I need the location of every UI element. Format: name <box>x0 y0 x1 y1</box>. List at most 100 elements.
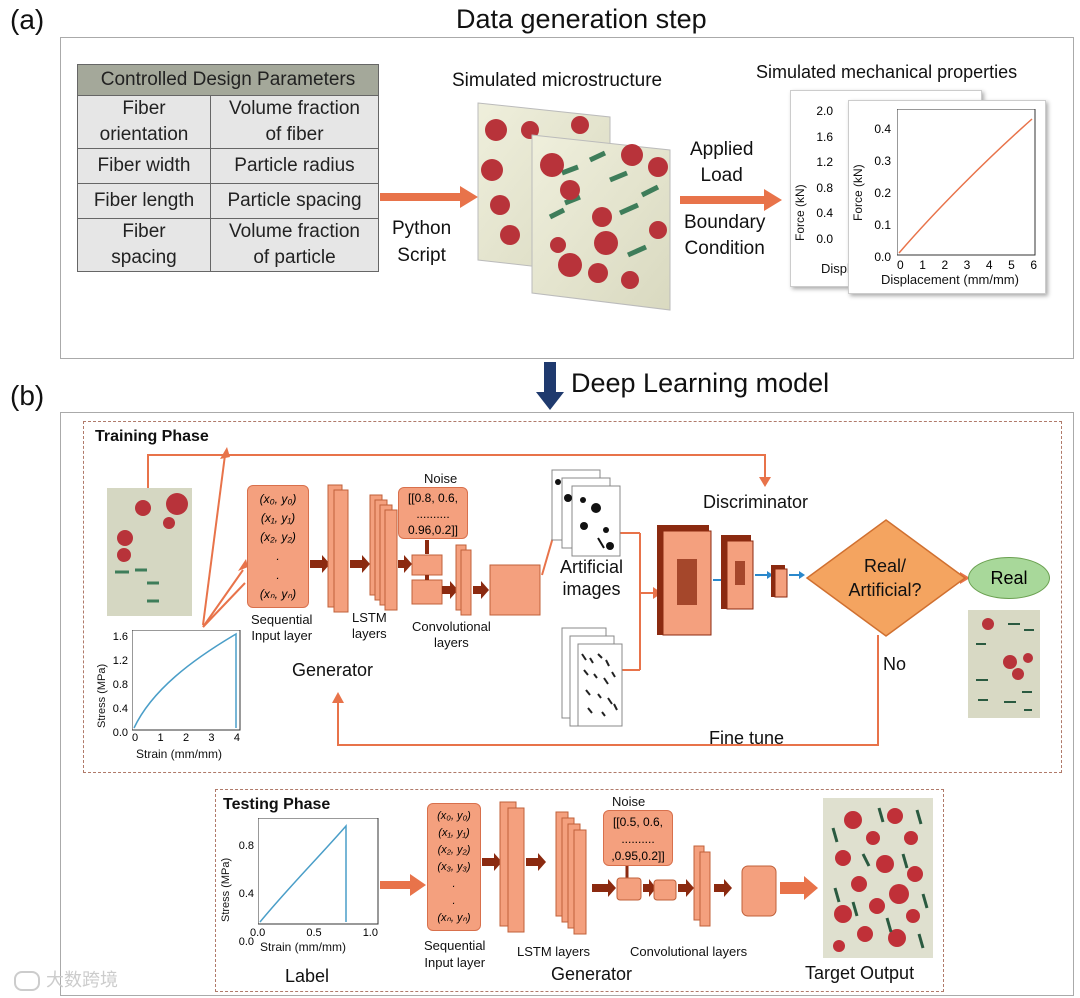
label-line: layers <box>352 626 387 641</box>
label-line: Real/ <box>863 556 907 576</box>
testing-title: Testing Phase <box>223 796 331 813</box>
tick-label: 0.0 <box>238 936 254 948</box>
generator-label: Generator <box>292 660 374 680</box>
label-line: Convolutional <box>412 619 491 634</box>
arrow-to-properties <box>680 189 782 211</box>
tick-label: 0.0 <box>112 727 128 739</box>
discriminator-label: Discriminator <box>703 492 809 512</box>
watermark: 大数跨境 <box>14 966 118 992</box>
table-row: Fiber length Particle spacing <box>77 183 379 219</box>
front-force-plot: Force (kN) 0.4 0.3 0.2 0.1 0.0 0 1 2 3 4… <box>848 100 1046 294</box>
properties-title: Simulated mechanical properties <box>756 62 1018 82</box>
artificial-images <box>551 469 623 727</box>
label-caption: Label <box>285 966 330 986</box>
noise-title: Noise <box>424 471 458 486</box>
sequence-item: (x₀, y₀) <box>259 492 297 506</box>
label-line: Sequential <box>251 612 313 627</box>
boundary-condition-label: Boundary Condition <box>684 210 765 262</box>
discriminator-layers <box>657 525 805 636</box>
tick-label: 0.0 <box>874 250 891 264</box>
tick-label: 0.8 <box>238 840 254 852</box>
tick-label: 2 <box>182 732 190 744</box>
x-axis-label: Strain (mm/mm) <box>136 747 222 761</box>
tick-label: 4 <box>233 732 240 744</box>
tick-label: 4 <box>985 258 993 272</box>
sequence-item: (xₙ, yₙ) <box>437 912 471 924</box>
python-script-label: Python Script <box>392 215 451 269</box>
applied-load-label: Applied Load <box>690 137 753 189</box>
artificial-images-label: Artificial images <box>560 556 623 600</box>
y-ticks: 0.4 0.3 0.2 0.1 0.0 <box>867 113 891 273</box>
sequence-item: . <box>452 895 456 907</box>
tick-label: 1.6 <box>112 631 128 643</box>
tick-label: 0.0 <box>816 231 833 246</box>
sequence-item: (x₀, y₀) <box>437 810 471 822</box>
force-curve <box>897 109 1036 256</box>
noise-line: .......... <box>416 507 450 521</box>
label-line: Applied <box>690 139 754 160</box>
tick-label: 1.6 <box>816 129 833 144</box>
tick-label: 5 <box>1008 258 1015 272</box>
panel-b-frame <box>60 412 1074 996</box>
fine-tune-label: Fine tune <box>709 728 785 748</box>
label-line: Input layer <box>251 628 313 643</box>
table-cell: Fiber orientation <box>77 95 211 149</box>
noise-line: ,0.95,0.2]] <box>611 849 665 863</box>
testing-phase-box <box>215 789 944 992</box>
training-phase-box <box>83 421 1062 773</box>
testing-lstm-label: LSTM layers <box>517 944 590 959</box>
label-line: Input layer <box>424 955 486 970</box>
stress-curve <box>258 818 379 925</box>
arrow-to-microstructure <box>380 186 478 208</box>
testing-sequential-label: Sequential Input layer <box>424 937 485 971</box>
training-connectors <box>147 447 970 746</box>
testing-conv-label: Convolutional layers <box>630 944 748 959</box>
table-cell: Particle spacing <box>210 183 379 219</box>
table-header: Controlled Design Parameters <box>77 64 379 96</box>
label-line: LSTM <box>352 610 387 625</box>
y-ticks: 0.8 0.4 0.0 <box>230 822 254 966</box>
cell-text: Fiber orientation <box>99 98 189 145</box>
sequence-item: (xₙ, yₙ) <box>259 587 297 601</box>
tick-label: 0.8 <box>816 180 833 195</box>
tick-label: 3 <box>208 732 215 744</box>
tick-label: 0.5 <box>306 927 322 939</box>
tick-label: 2 <box>941 258 949 272</box>
sequence-item: . <box>452 878 456 890</box>
table-cell: Fiber width <box>77 148 211 184</box>
stress-curve <box>132 630 241 731</box>
noise-vector: [[0.8, 0.6, .......... 0.96,0.2]] <box>398 487 468 539</box>
sequence-item: . <box>276 549 280 563</box>
tick-label: 0 <box>897 258 904 272</box>
table-cell: Volume fraction of particle <box>210 218 379 272</box>
table-cell: Fiber length <box>77 183 211 219</box>
table-row: Fiber width Particle radius <box>77 148 379 184</box>
label-line: Boundary <box>684 212 766 233</box>
tick-label: 1.2 <box>112 655 128 667</box>
cell-text: Volume fraction of particle <box>229 221 360 268</box>
tick-label: 3 <box>963 258 971 272</box>
no-label: No <box>883 654 907 674</box>
label-line: Artificial? <box>848 580 922 600</box>
testing-generator-layers <box>482 801 818 935</box>
label-line: layers <box>434 635 469 650</box>
sequence-item: (x₁, y₁) <box>438 827 470 839</box>
tick-label: 1 <box>919 258 926 272</box>
training-title: Training Phase <box>95 428 209 445</box>
deep-learning-label: Deep Learning model <box>571 368 830 398</box>
decision-label: Real/ Artificial? <box>835 554 935 602</box>
table-cell: Particle radius <box>210 148 379 184</box>
y-axis-label: Force (kN) <box>793 184 807 241</box>
cell-text: Volume fraction of fiber <box>229 98 360 145</box>
table-cell: Volume fraction of fiber <box>210 95 379 149</box>
x-ticks: 0 1 2 3 4 5 6 <box>897 258 1037 272</box>
tick-label: 0.1 <box>874 218 891 232</box>
testing-noise-title: Noise <box>612 794 646 809</box>
tick-label: 0.2 <box>874 186 891 200</box>
microstructure-image <box>477 102 671 311</box>
sequential-input-label: Sequential Input layer <box>251 612 312 644</box>
tick-label: 6 <box>1030 258 1037 272</box>
tick-label: 2.0 <box>816 104 833 118</box>
real-oval: Real <box>968 557 1050 599</box>
label-line: Script <box>397 245 446 266</box>
